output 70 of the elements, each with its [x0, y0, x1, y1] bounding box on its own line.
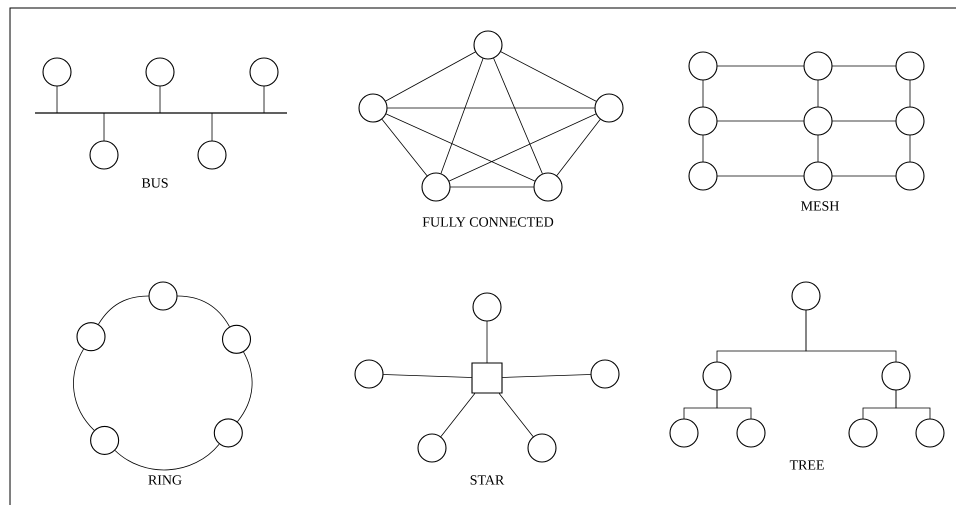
- connector-line: [382, 118, 428, 176]
- circle-node: [895, 51, 925, 81]
- connector-line: [702, 80, 704, 107]
- circle-node: [354, 359, 384, 389]
- connector-line: [386, 114, 536, 182]
- connector-line: [702, 135, 704, 162]
- connector-line: [440, 393, 476, 437]
- connector-line: [383, 374, 472, 378]
- connector-line: [500, 51, 596, 102]
- connector-line: [806, 310, 896, 362]
- circle-node: [417, 433, 447, 463]
- circle-node: [590, 359, 620, 389]
- ring-arc: [237, 352, 252, 422]
- circle-node: [358, 93, 388, 123]
- circle-node: [688, 51, 718, 81]
- connector-line: [493, 58, 543, 174]
- circle-node: [895, 106, 925, 136]
- circle-node: [669, 418, 699, 448]
- circle-node: [791, 281, 821, 311]
- connector-line: [486, 321, 488, 363]
- connector-line: [502, 374, 591, 378]
- connector-line: [448, 114, 596, 182]
- circle-node: [89, 140, 119, 170]
- ring-arc: [98, 296, 149, 325]
- connector-line: [832, 120, 896, 122]
- circle-node: [848, 418, 878, 448]
- circle-node: [702, 361, 732, 391]
- topology-label: TREE: [790, 460, 824, 470]
- circle-node: [594, 93, 624, 123]
- circle-node: [214, 418, 243, 448]
- circle-node: [803, 51, 833, 81]
- circle-node: [90, 426, 120, 455]
- circle-node: [881, 361, 911, 391]
- ring-arc: [73, 348, 95, 431]
- topology-label: RING: [148, 475, 182, 485]
- circle-node: [473, 30, 503, 60]
- topology-label: FULLY CONNECTED: [422, 217, 554, 227]
- connector-line: [556, 119, 601, 176]
- circle-node: [197, 140, 227, 170]
- connector-line: [716, 390, 752, 419]
- circle-node: [533, 172, 563, 202]
- hub-square: [471, 362, 503, 394]
- circle-node: [736, 418, 766, 448]
- circle-node: [145, 57, 175, 87]
- connector-line: [717, 120, 804, 122]
- circle-node: [148, 281, 178, 311]
- ring-arc: [177, 296, 230, 327]
- circle-node: [688, 106, 718, 136]
- topology-label: BUS: [142, 178, 168, 188]
- circle-node: [421, 172, 451, 202]
- circle-node: [915, 418, 945, 448]
- connector-line: [56, 86, 58, 114]
- circle-node: [42, 57, 72, 87]
- circle-node: [895, 161, 925, 191]
- connector-line: [498, 393, 534, 437]
- circle-node: [222, 324, 252, 354]
- circle-node: [472, 292, 502, 322]
- ring-arc: [114, 444, 220, 470]
- circle-node: [249, 57, 279, 87]
- topology-label: STAR: [470, 475, 504, 485]
- connector-line: [896, 390, 930, 419]
- circle-node: [688, 161, 718, 191]
- circle-node: [527, 433, 557, 463]
- connector-line: [450, 186, 534, 188]
- connector-line: [385, 52, 476, 102]
- circle-node: [76, 322, 106, 352]
- circle-node: [803, 161, 833, 191]
- bus-line: [35, 112, 287, 114]
- circle-node: [803, 106, 833, 136]
- connector-line: [440, 58, 484, 174]
